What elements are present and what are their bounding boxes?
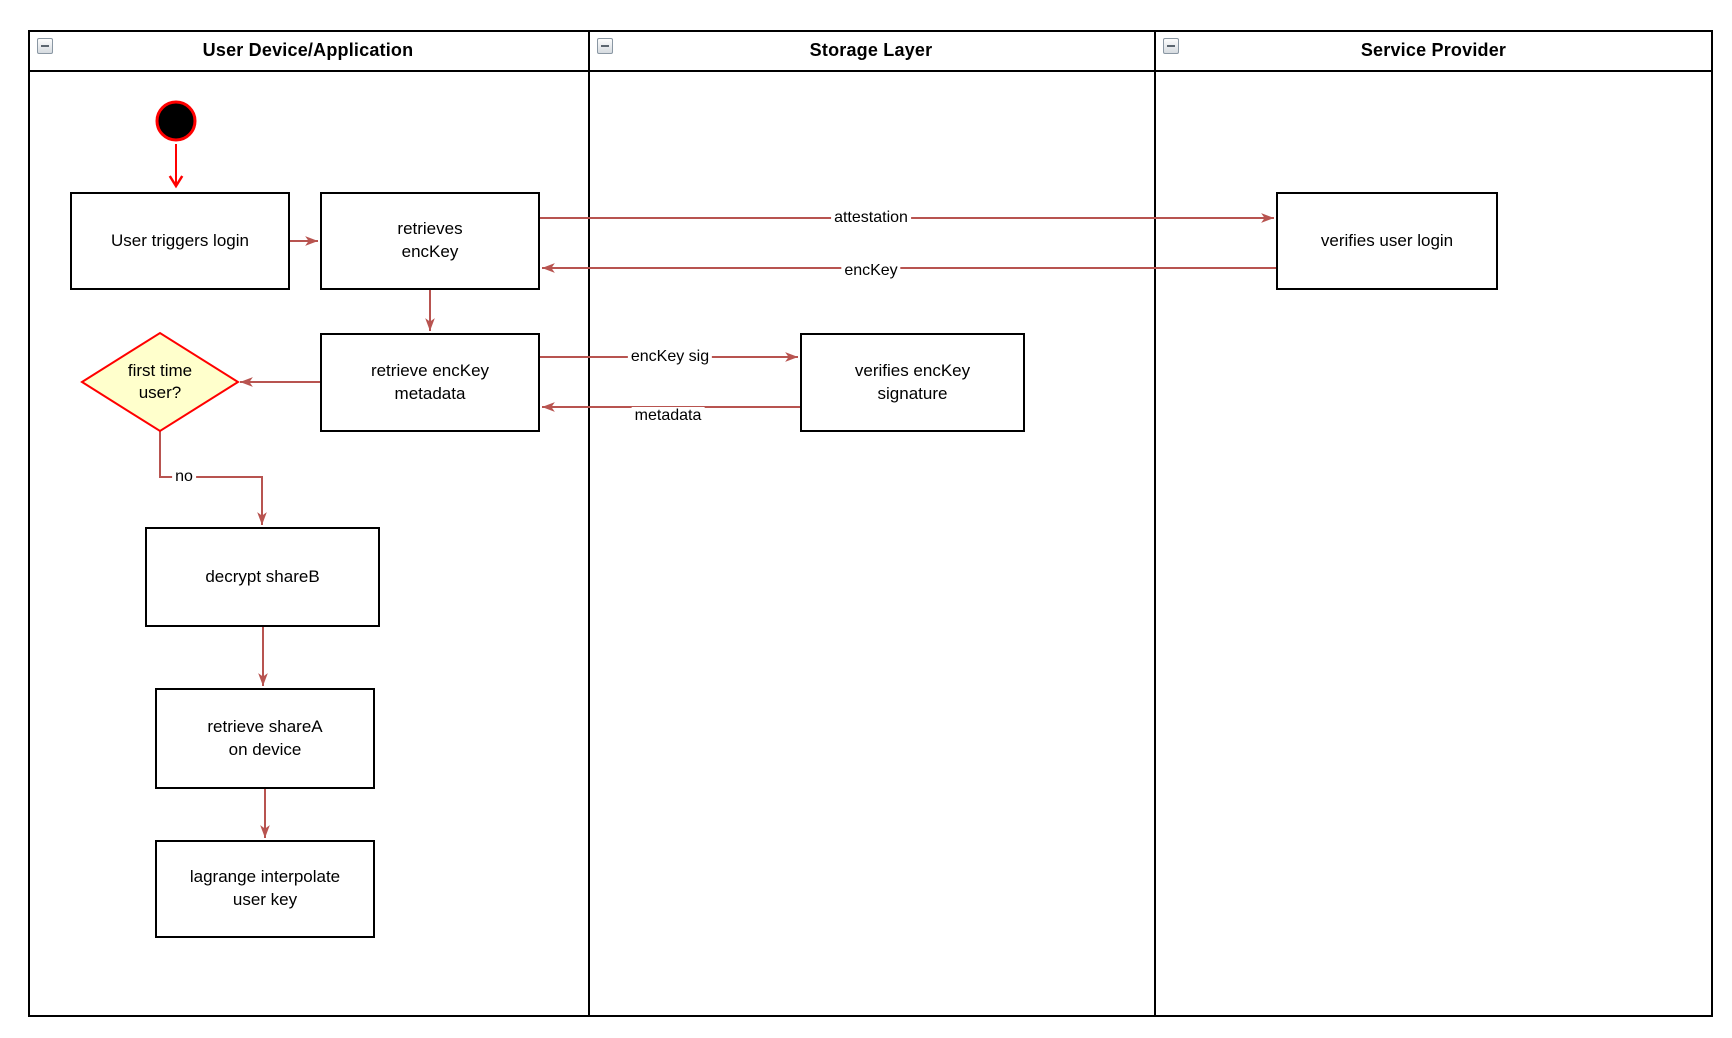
decision-label: first time user? bbox=[127, 360, 193, 402]
node-label: verifies user login bbox=[1320, 230, 1454, 250]
minus-glyph bbox=[601, 45, 609, 47]
node-retrieve-enckey-metadata[interactable]: retrieve encKey metadata bbox=[320, 333, 540, 432]
minus-glyph bbox=[41, 45, 49, 47]
node-lagrange-interpolate[interactable]: lagrange interpolate user key bbox=[155, 840, 375, 938]
decision-label-box: first time user? bbox=[100, 345, 220, 419]
node-retrieve-sharea[interactable]: retrieve shareA on device bbox=[155, 688, 375, 789]
lane-header-user-device: User Device/Application bbox=[30, 30, 586, 70]
node-label: retrieve encKey metadata bbox=[370, 360, 490, 403]
collapse-minus-icon[interactable] bbox=[1163, 38, 1179, 54]
node-label: User triggers login bbox=[111, 230, 249, 250]
lane-title-label: Storage Layer bbox=[809, 39, 933, 60]
minus-glyph bbox=[1167, 45, 1175, 47]
node-user-triggers-login[interactable]: User triggers login bbox=[70, 192, 290, 290]
collapse-minus-icon[interactable] bbox=[37, 38, 53, 54]
node-label: retrieve shareA on device bbox=[207, 716, 323, 759]
collapse-minus-icon[interactable] bbox=[597, 38, 613, 54]
node-verifies-enckey-signature[interactable]: verifies encKey signature bbox=[800, 333, 1025, 432]
lane-title-label: Service Provider bbox=[1360, 39, 1507, 60]
node-label: verifies encKey signature bbox=[854, 360, 971, 403]
edge-label-no: no bbox=[172, 468, 196, 486]
edge-label-enckey-sig: encKey sig bbox=[627, 348, 713, 366]
node-label: lagrange interpolate user key bbox=[189, 867, 341, 909]
lane-divider-1 bbox=[588, 30, 590, 1017]
edge-label-enckey: encKey bbox=[841, 262, 901, 280]
lane-header-storage-layer: Storage Layer bbox=[590, 30, 1152, 70]
edge-label-metadata: metadata bbox=[631, 407, 705, 425]
node-label: retrieves encKey bbox=[397, 219, 463, 261]
node-label: decrypt shareB bbox=[205, 566, 320, 586]
node-retrieves-enckey[interactable]: retrieves encKey bbox=[320, 192, 540, 290]
lane-divider-2 bbox=[1154, 30, 1156, 1017]
lane-header-service-provider: Service Provider bbox=[1156, 30, 1711, 70]
edge-label-attestation: attestation bbox=[831, 209, 911, 227]
node-verifies-user-login[interactable]: verifies user login bbox=[1276, 192, 1498, 290]
lane-header-divider bbox=[28, 70, 1713, 72]
lane-title-label: User Device/Application bbox=[202, 39, 414, 60]
node-decrypt-shareb[interactable]: decrypt shareB bbox=[145, 527, 380, 627]
